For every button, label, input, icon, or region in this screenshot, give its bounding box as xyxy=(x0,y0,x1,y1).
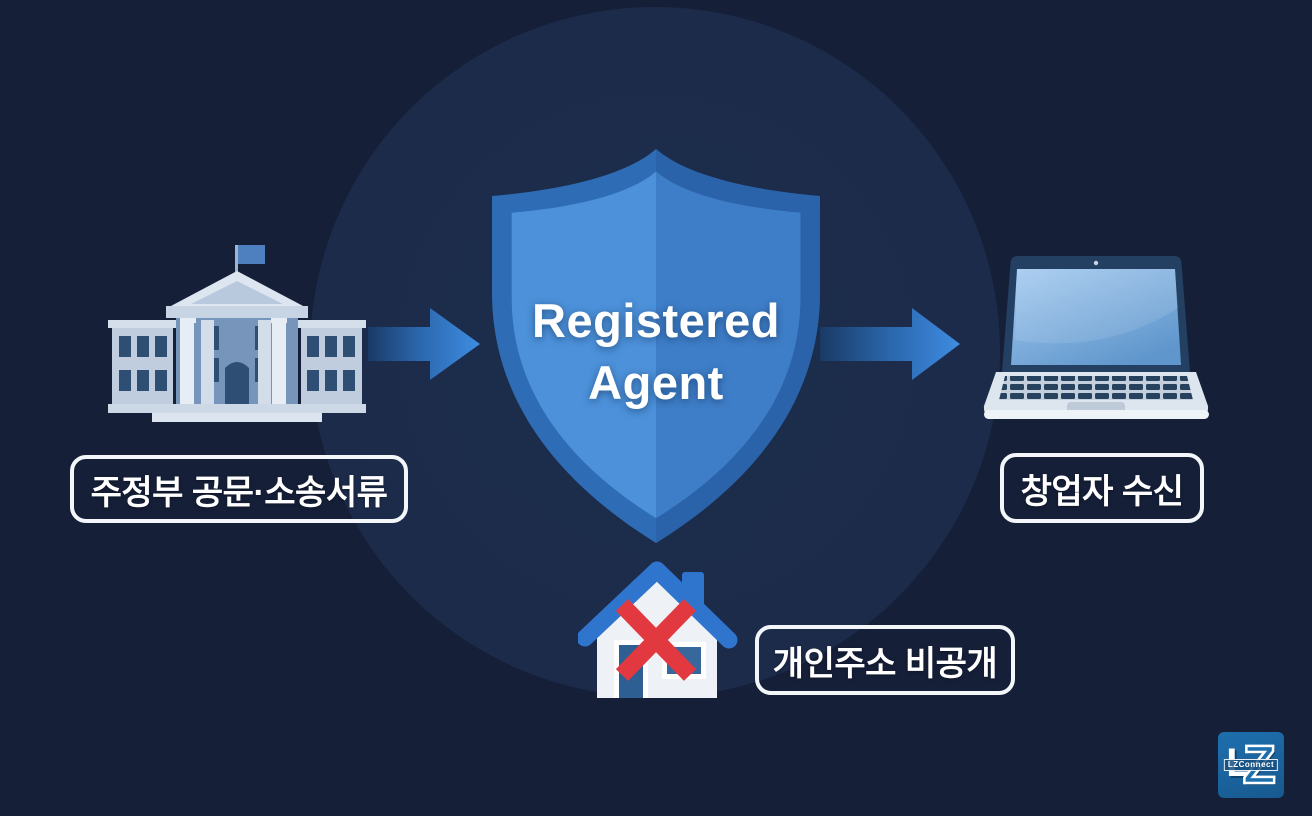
shield-title-line2: Agent xyxy=(588,356,724,409)
x-mark xyxy=(615,599,697,681)
shield-icon xyxy=(492,149,820,543)
destination-label: 창업자 수신 xyxy=(1000,453,1204,523)
source-label: 주정부 공문·소송서류 xyxy=(70,455,408,523)
laptop-camera xyxy=(1093,260,1099,266)
building-door xyxy=(225,362,249,404)
flag xyxy=(238,245,265,264)
roof xyxy=(578,561,738,649)
arrow-left-icon xyxy=(368,308,480,380)
privacy-label: 개인주소 비공개 xyxy=(755,625,1015,695)
house-blocked-icon xyxy=(578,561,738,698)
shield-title-line1: Registered xyxy=(532,294,780,347)
columns xyxy=(180,318,287,404)
right-wing xyxy=(298,320,366,413)
privacy-label-text: 개인주소 비공개 xyxy=(772,644,998,683)
source-label-text: 주정부 공문·소송서류 xyxy=(90,473,388,512)
shield-title: Registered Agent xyxy=(486,290,826,414)
logo-badge: L Z LZConnect xyxy=(1218,732,1284,798)
destination-label-text: 창업자 수신 xyxy=(1020,472,1184,511)
laptop-screen xyxy=(1011,269,1181,365)
left-wing xyxy=(108,320,176,413)
government-building-icon xyxy=(108,245,366,422)
flag-pole xyxy=(235,245,238,279)
arrow-right-icon xyxy=(820,308,960,380)
building-steps xyxy=(152,413,322,422)
laptop-icon xyxy=(983,256,1209,419)
logo-name: LZConnect xyxy=(1223,759,1279,771)
